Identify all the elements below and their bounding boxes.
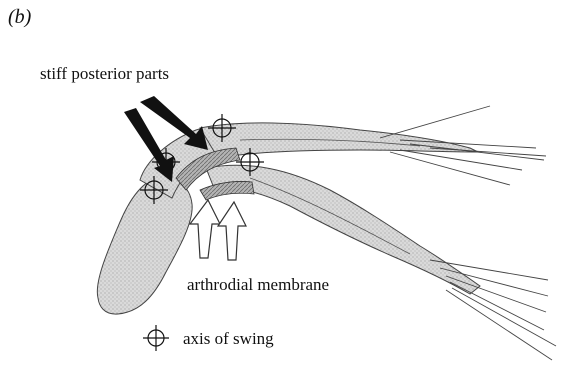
legend-axis-symbol xyxy=(143,325,169,351)
membrane-label: arthrodial membrane xyxy=(187,275,329,295)
legend-axis-label: axis of swing xyxy=(183,329,274,349)
stiff-parts-label: stiff posterior parts xyxy=(40,64,169,84)
panel-label: (b) xyxy=(8,6,31,29)
membrane-arrows xyxy=(190,200,246,260)
base-segment xyxy=(97,178,192,314)
stiff-part-lower xyxy=(200,181,254,200)
